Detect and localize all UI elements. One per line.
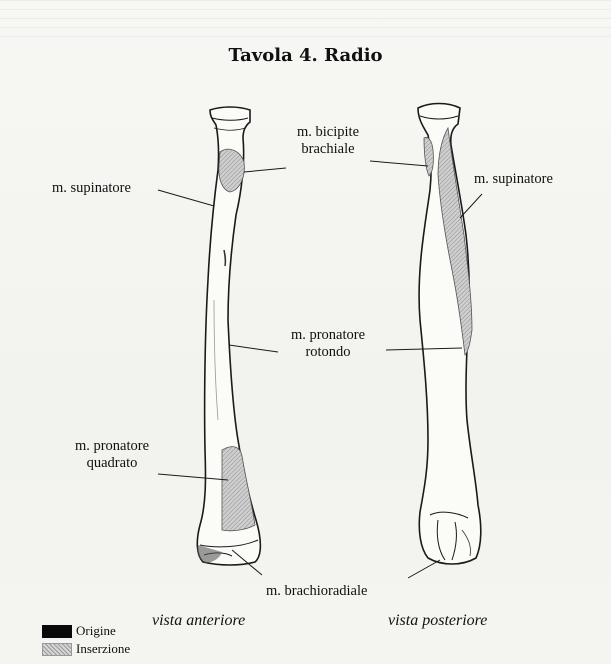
label-pronatore-quadrato-line1: m. pronatore xyxy=(58,438,166,455)
label-bicipite-line1: m. bicipite xyxy=(282,124,374,141)
legend-insertion-swatch xyxy=(42,643,72,656)
legend: Origine Inserzione xyxy=(42,622,130,658)
insertion-bicipite-posterior xyxy=(424,138,433,177)
leader-supinatore-right xyxy=(460,194,482,218)
leader-supinatore-left xyxy=(158,190,214,206)
leader-brachioradiale-posterior xyxy=(408,560,440,578)
radius-posterior-view xyxy=(418,104,481,565)
leader-bicipite-posterior xyxy=(370,161,428,166)
insertion-pronatore-quadrato xyxy=(222,447,255,531)
label-pronatore-quadrato: m. pronatore quadrato xyxy=(58,438,166,472)
legend-insertion: Inserzione xyxy=(42,640,130,658)
caption-vista-posteriore: vista posteriore xyxy=(388,612,487,630)
label-supinatore-right: m. supinatore xyxy=(474,171,553,188)
label-supinatore-left: m. supinatore xyxy=(52,180,131,197)
legend-origin: Origine xyxy=(42,622,130,640)
leader-bicipite-anterior xyxy=(244,168,286,172)
label-bicipite-line2: brachiale xyxy=(282,141,374,158)
caption-vista-anteriore: vista anteriore xyxy=(152,612,245,630)
radius-anterior-view xyxy=(197,107,260,565)
leader-pronatore-rotondo-anterior xyxy=(229,345,278,352)
legend-origin-label: Origine xyxy=(76,623,116,639)
label-pronatore-rotondo-line2: rotondo xyxy=(272,344,384,361)
label-pronatore-rotondo-line1: m. pronatore xyxy=(272,327,384,344)
label-pronatore-quadrato-line2: quadrato xyxy=(58,455,166,472)
legend-origin-swatch xyxy=(42,625,72,638)
label-brachioradiale: m. brachioradiale xyxy=(266,583,367,600)
legend-insertion-label: Inserzione xyxy=(76,641,130,657)
label-pronatore-rotondo: m. pronatore rotondo xyxy=(272,327,384,361)
label-bicipite-brachiale: m. bicipite brachiale xyxy=(282,124,374,158)
